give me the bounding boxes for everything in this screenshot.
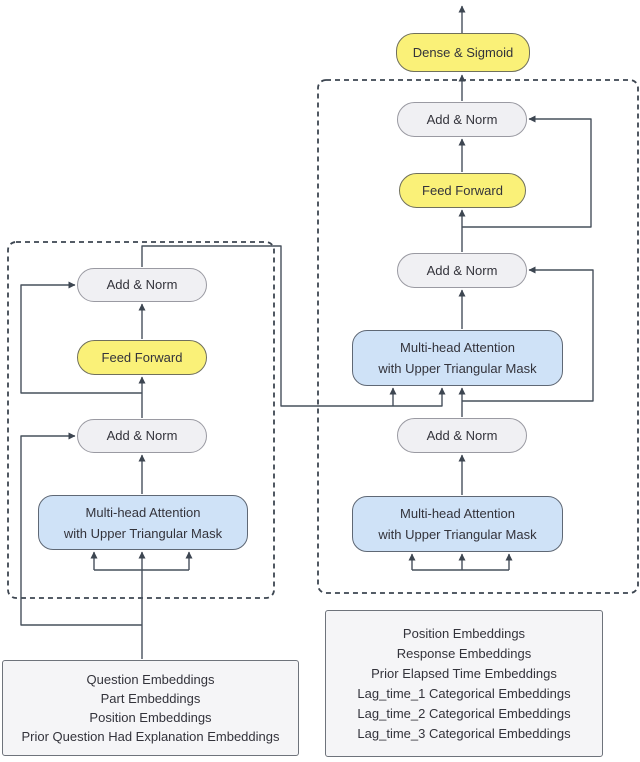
add-norm-label: Add & Norm xyxy=(426,427,498,443)
encoder-masked-attention: Multi-head Attention with Upper Triangul… xyxy=(38,495,248,550)
decoder-feed-forward: Feed Forward xyxy=(399,173,526,208)
add-norm-label: Add & Norm xyxy=(426,111,498,127)
add-norm-label: Add & Norm xyxy=(106,277,178,292)
embedding-label: Lag_time_3 Categorical Embeddings xyxy=(357,725,571,741)
dense-sigmoid-node: Dense & Sigmoid xyxy=(396,33,530,72)
encoder-boundary xyxy=(7,241,275,599)
feed-forward-label: Feed Forward xyxy=(101,349,183,365)
add-norm-label: Add & Norm xyxy=(106,428,178,443)
embedding-label: Prior Elapsed Time Embeddings xyxy=(371,665,557,681)
decoder-add-norm-middle: Add & Norm xyxy=(397,253,527,288)
decoder-boundary xyxy=(317,79,639,594)
decoder-masked-attention-upper: Multi-head Attention with Upper Triangul… xyxy=(352,330,563,386)
decoder-input-box: Position Embeddings Response Embeddings … xyxy=(325,610,603,757)
embedding-label: Question Embeddings xyxy=(86,672,215,687)
mha-label-line1: Multi-head Attention xyxy=(400,506,515,521)
decoder-add-norm-top: Add & Norm xyxy=(397,102,527,137)
decoder-add-norm-bottom: Add & Norm xyxy=(397,418,527,453)
mha-label-line2: with Upper Triangular Mask xyxy=(63,525,223,541)
mha-label-line1: Multi-head Attention xyxy=(400,340,515,355)
embedding-label: Position Embeddings xyxy=(402,625,526,641)
embedding-label: Lag_time_1 Categorical Embeddings xyxy=(357,685,571,701)
embedding-label: Prior Question Had Explanation Embedding… xyxy=(21,729,280,744)
decoder-masked-attention-lower: Multi-head Attention with Upper Triangul… xyxy=(352,496,563,552)
dense-sigmoid-label: Dense & Sigmoid xyxy=(412,44,514,60)
encoder-input-box: Question Embeddings Part Embeddings Posi… xyxy=(2,660,299,756)
encoder-feed-forward: Feed Forward xyxy=(77,340,207,375)
feed-forward-label: Feed Forward xyxy=(422,182,503,198)
encoder-add-norm-bottom: Add & Norm xyxy=(77,419,207,453)
embedding-label: Position Embeddings xyxy=(89,710,212,725)
mha-label-line2: with Upper Triangular Mask xyxy=(378,527,537,542)
encoder-add-norm-top: Add & Norm xyxy=(77,268,207,302)
add-norm-label: Add & Norm xyxy=(426,262,498,278)
embedding-label: Lag_time_2 Categorical Embeddings xyxy=(357,705,571,721)
embedding-label: Part Embeddings xyxy=(100,691,201,706)
mha-label-line2: with Upper Triangular Mask xyxy=(378,361,537,376)
mha-label-line1: Multi-head Attention xyxy=(85,504,201,520)
embedding-label: Response Embeddings xyxy=(396,645,532,661)
